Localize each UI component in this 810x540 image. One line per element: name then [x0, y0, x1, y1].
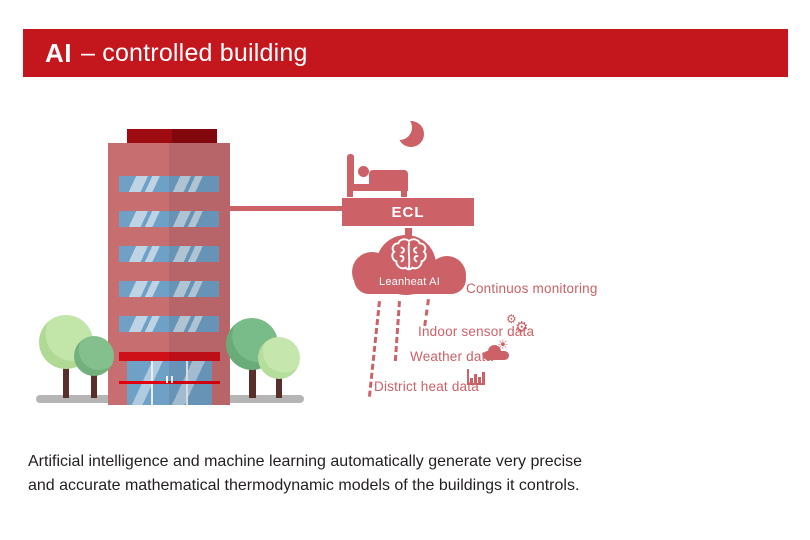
ecl-label: ECL: [391, 203, 425, 221]
door-handle: [171, 376, 173, 383]
entrance-doors: [119, 361, 220, 405]
roof-shading: [172, 129, 217, 145]
continuous-monitoring-label: Continuos monitoring: [466, 281, 598, 296]
building-roof: [127, 129, 217, 145]
window-row: [119, 316, 219, 332]
moon-icon: [399, 119, 425, 149]
caption-line-2: and accurate mathematical thermodynamic …: [28, 477, 580, 494]
data-stream-dashed-line: [393, 301, 401, 362]
sun-cloud-icon: ☀: [483, 338, 513, 363]
weather-data-label: Weather data: [410, 349, 494, 364]
tree-icon: [258, 337, 300, 379]
window-row: [119, 176, 219, 192]
cloud-label: Leanheat AI: [379, 276, 440, 288]
window-row: [119, 211, 219, 227]
tree-trunk: [91, 370, 97, 398]
tree-trunk: [276, 372, 282, 398]
tree-trunk: [249, 364, 256, 398]
page-title: – controlled building: [81, 38, 308, 67]
caption-text: Artificial intelligence and machine lear…: [28, 450, 648, 498]
district-heat-data-label: District heat data: [374, 379, 479, 394]
window-row: [119, 281, 219, 297]
door-handle: [166, 376, 168, 383]
ecl-cloud-connector: [405, 228, 412, 238]
bar-chart-icon: [467, 369, 487, 385]
tree-icon: [74, 336, 114, 376]
leanheat-cloud: Leanheat AI: [352, 232, 467, 297]
facade-shading: [169, 143, 230, 405]
brain-icon: [391, 238, 427, 271]
data-stream-dashed-line: [423, 299, 430, 327]
gears-icon: ⚙ ⚙: [506, 312, 529, 336]
indoor-sensor-data-label: Indoor sensor data: [418, 324, 535, 339]
entrance-awning: [119, 352, 220, 361]
bed-icon: [347, 154, 409, 198]
tree-trunk: [63, 360, 69, 398]
header-bar: AI – controlled building: [23, 29, 788, 77]
building-ecl-connector: [230, 206, 342, 211]
building-icon: [108, 143, 230, 405]
caption-line-1: Artificial intelligence and machine lear…: [28, 453, 583, 470]
door-red-stripe: [119, 381, 220, 384]
window-row: [119, 246, 219, 262]
ecl-box: ECL: [342, 198, 474, 226]
page-title-bold: AI: [45, 37, 72, 68]
